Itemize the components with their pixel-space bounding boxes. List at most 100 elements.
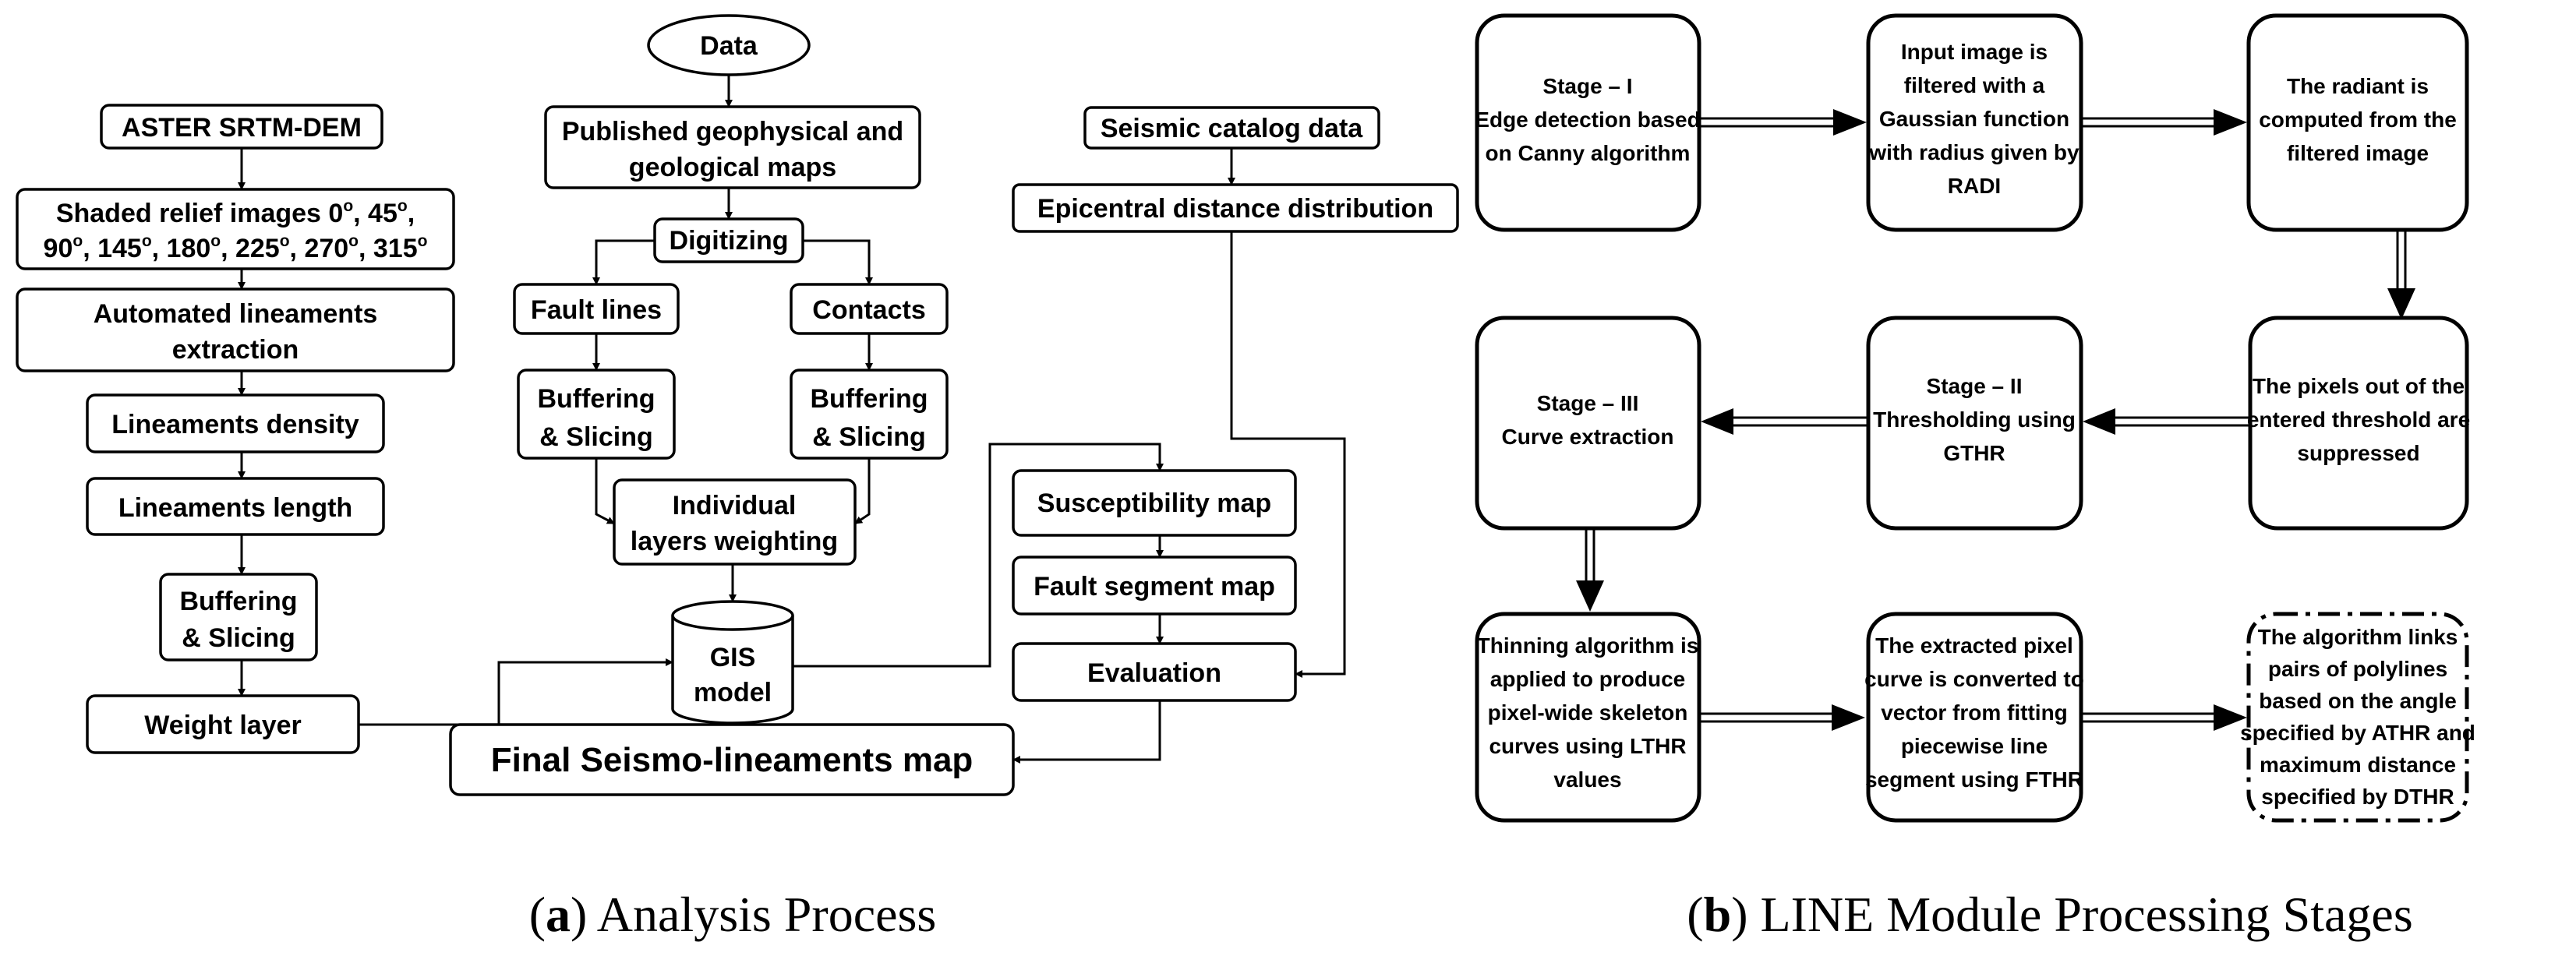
panel-a-text: Data ASTER SRTM-DEM Shaded relief images… [44, 31, 1434, 779]
published-maps-box [544, 105, 921, 189]
auto-lineaments-label-1: Automated lineaments [94, 299, 378, 329]
susceptibility-box [1012, 469, 1297, 537]
lineaments-length-label: Lineaments length [118, 493, 352, 523]
thinning-label-3: pixel-wide skeleton [1488, 700, 1688, 725]
gaussian-label-4: with radius given by [1868, 140, 2080, 164]
links-box [2246, 612, 2469, 823]
buffering-left-label-1: Buffering [179, 587, 297, 616]
extracted-label-1: The extracted pixel [1875, 633, 2073, 658]
gis-model-label-2: model [694, 678, 772, 707]
final-map-box [449, 723, 1015, 796]
thinning-label-2: applied to produce [1490, 667, 1685, 691]
extracted-label-4: piecewise line [1901, 734, 2048, 758]
pixels-out-label-2: entered threshold are [2247, 407, 2470, 432]
individual-layers-label-1: Individual [673, 491, 797, 520]
published-maps-label-1: Published geophysical and [562, 117, 903, 146]
stage3-label-1: Stage – III [1537, 391, 1639, 415]
auto-lineaments-box [16, 288, 455, 372]
published-maps-label-2: geological maps [629, 153, 836, 182]
extracted-box [1866, 612, 2083, 823]
links-label-5: maximum distance [2260, 753, 2456, 777]
radiant-box [2246, 13, 2469, 232]
evaluation-box [1012, 642, 1297, 702]
evaluation-label: Evaluation [1087, 658, 1221, 688]
stage2-label-1: Stage – II [1927, 374, 2023, 398]
thinning-box [1475, 612, 1701, 823]
lineaments-density-box [86, 393, 385, 453]
shaded-relief-label-line2: 90o, 145o, 180o, 225o, 270o, 315o [44, 232, 428, 263]
aster-label: ASTER SRTM-DEM [122, 113, 362, 143]
stage1-label-1: Stage – I [1542, 74, 1632, 98]
epicentral-box [1012, 183, 1459, 233]
shaded-relief-box [16, 188, 455, 270]
epicentral-label: Epicentral distance distribution [1037, 194, 1433, 224]
auto-lineaments-label-2: extraction [172, 335, 299, 365]
gaussian-label-1: Input image is [1901, 40, 2048, 64]
panel-b-text: Stage – I Edge detection based on Canny … [1475, 40, 2475, 809]
lineaments-density-label: Lineaments density [111, 410, 359, 439]
aster-box [100, 104, 383, 150]
gis-model-label-1: GIS [710, 643, 756, 672]
weight-layer-label: Weight layer [144, 711, 302, 740]
buffering-mid1-box [517, 369, 676, 460]
susceptibility-label: Susceptibility map [1037, 489, 1271, 518]
seismic-catalog-label: Seismic catalog data [1101, 114, 1363, 143]
lineaments-length-box [86, 477, 385, 536]
fault-segment-label: Fault segment map [1034, 572, 1275, 601]
shaded-relief-label-line1: Shaded relief images 0o, 45o, [56, 197, 415, 228]
stage2-box [1866, 316, 2083, 531]
links-label-4: specified by ATHR and [2240, 721, 2475, 745]
thinning-label-1: Thinning algorithm is [1477, 633, 1699, 658]
stage3-label-2: Curve extraction [1502, 425, 1674, 449]
individual-layers-box [613, 478, 857, 566]
stage2-label-2: Thresholding using [1873, 407, 2076, 432]
contacts-box [790, 283, 949, 335]
extracted-label-2: curve is converted to [1864, 667, 2084, 691]
panel-b-connectors [1576, 109, 2415, 731]
fault-lines-box [513, 283, 680, 335]
fault-segment-box [1012, 556, 1297, 616]
gaussian-label-2: filtered with a [1904, 73, 2045, 97]
buffering-mid1-label-2: & Slicing [539, 422, 652, 452]
gaussian-label-5: RADI [1948, 174, 2001, 198]
radiant-label-2: computed from the [2259, 108, 2457, 132]
stage1-box [1475, 13, 1701, 232]
digitizing-label: Digitizing [670, 226, 789, 256]
extracted-label-3: vector from fitting [1881, 700, 2068, 725]
panel-a-boxes [16, 14, 1459, 796]
stage1-label-3: on Canny algorithm [1486, 141, 1691, 165]
final-map-label: Final Seismo-lineaments map [491, 741, 974, 779]
pixels-out-box [2248, 316, 2469, 531]
seismic-catalog-box [1083, 106, 1380, 150]
caption-a: (a) Analysis Process [529, 887, 937, 942]
buffering-left-box [159, 573, 318, 661]
buffering-mid2-label-2: & Slicing [812, 422, 925, 452]
stage2-label-3: GTHR [1943, 441, 2005, 465]
links-label-3: based on the angle [2259, 689, 2457, 713]
digitizing-box [653, 217, 804, 263]
contacts-label: Contacts [812, 295, 925, 325]
caption-b: (b) LINE Module Processing Stages [1687, 887, 2412, 942]
links-label-2: pairs of polylines [2268, 657, 2447, 681]
individual-layers-label-2: layers weighting [631, 527, 838, 556]
pixels-out-label-1: The pixels out of the [2253, 374, 2465, 398]
weight-layer-box [86, 694, 360, 754]
data-node-label: Data [700, 31, 758, 61]
buffering-left-label-2: & Slicing [182, 623, 295, 653]
stage3-box [1475, 316, 1701, 531]
links-label-6: specified by DTHR [2261, 785, 2454, 809]
thinning-label-4: curves using LTHR [1489, 734, 1686, 758]
radiant-label-1: The radiant is [2287, 74, 2429, 98]
buffering-mid2-box [790, 369, 949, 460]
extracted-label-5: segment using FTHR [1865, 767, 2083, 792]
pixels-out-label-3: suppressed [2297, 441, 2419, 465]
radiant-label-3: filtered image [2287, 141, 2429, 165]
data-node [647, 14, 811, 76]
gis-model-cylinder [671, 616, 794, 725]
buffering-mid2-label-1: Buffering [810, 384, 928, 414]
panel-a-connectors [238, 75, 1346, 764]
fault-lines-label: Fault lines [531, 295, 662, 325]
gaussian-label-3: Gaussian function [1879, 107, 2069, 131]
panel-b-boxes [1475, 13, 2469, 823]
